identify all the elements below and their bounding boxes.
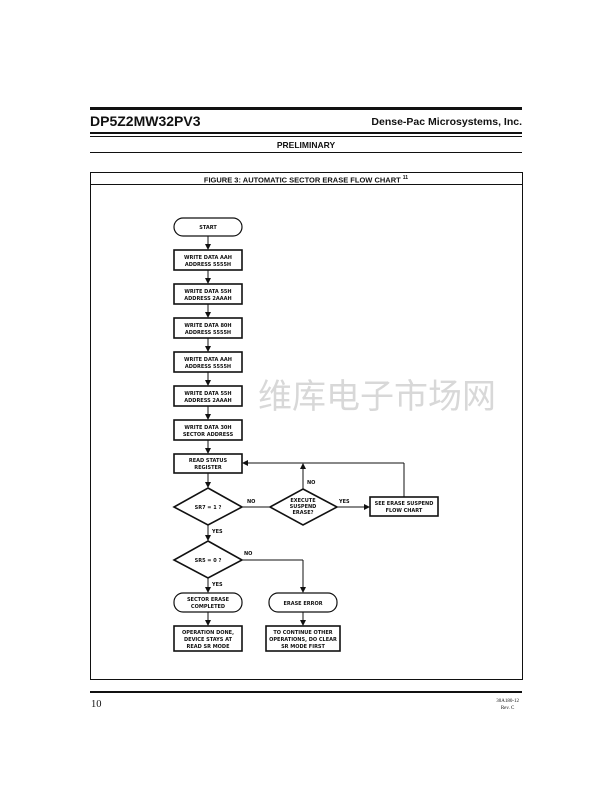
document-reference: 30A180-12 Rev. C [496,698,519,712]
step-6-line1: WRITE DATA 30H [184,425,231,431]
operation-done-line3: READ SR MODE [186,644,230,650]
read-status-box [173,453,243,474]
sr5-decision [172,540,244,579]
execute-suspend-decision [268,488,339,526]
continue-other-line3: SR MODE FIRST [281,644,325,650]
sector-erase-completed-terminal [173,592,243,613]
erase-error-label: ERASE ERROR [283,601,322,607]
operation-done-line1: OPERATION DONE, [182,630,234,636]
operation-done-line2: DEVICE STAYS AT [184,637,233,643]
read-status-line1: READ STATUS [189,458,228,464]
preliminary-label: PRELIMINARY [276,140,336,150]
step-box-1 [173,249,243,271]
step-box-5 [173,385,243,407]
step-1-line1: WRITE DATA AAH [184,255,232,261]
step-1-line2: ADDRESS 5555H [185,262,231,268]
watermark: 维库电子市场网 [258,377,496,417]
page-number: 10 [91,699,102,710]
step-5-line2: ADDRESS 2AAAH [184,398,231,404]
execute-suspend-line2: SUSPEND [290,504,317,510]
start-label: START [199,225,217,231]
see-suspend-line1: SEE ERASE SUSPEND [375,501,434,507]
figure-title-text: FIGURE 3: AUTOMATIC SECTOR ERASE FLOW CH… [203,175,401,185]
continue-other-line1: TO CONTINUE OTHER [273,630,332,636]
document-title: DP5Z2MW32PV3 [90,113,201,129]
step-4-line2: ADDRESS 5555H [185,364,231,370]
document-number: 30A180-12 [496,699,519,704]
execute-yes-label: YES [338,499,350,505]
step-5-line1: WRITE DATA 55H [184,391,231,397]
step-box-3 [173,317,243,339]
see-suspend-box [369,496,439,517]
continue-other-line2: OPERATIONS, DO CLEAR [269,637,337,643]
sr5-label: SR5 = 0 ? [195,558,222,564]
step-box-6 [173,419,243,441]
header-mid-rule [90,132,522,134]
figure-frame [90,172,523,680]
continue-other-box [265,625,341,652]
step-3-line1: WRITE DATA 80H [184,323,231,329]
start-terminal [173,217,243,237]
header-bottom-rule [90,152,522,153]
step-4-line1: WRITE DATA AAH [184,357,232,363]
revision: Rev. C [500,706,515,711]
execute-suspend-line3: ERASE? [292,510,313,516]
header-mid-rule-thin [90,136,522,137]
figure-note-ref: 11 [402,175,409,181]
sector-erase-line2: COMPLETED [191,604,225,610]
step-3-line2: ADDRESS 5555H [185,330,231,336]
step-box-4 [173,351,243,373]
footer-rule [90,691,522,693]
connectors [205,236,405,626]
read-status-line2: REGISTER [194,465,222,471]
header-top-rule [90,107,522,110]
step-box-2 [173,283,243,305]
sr7-decision [172,487,244,526]
company-name: Dense-Pac Microsystems, Inc. [371,116,522,128]
sr5-yes-label: YES [211,582,223,588]
step-2-line2: ADDRESS 2AAAH [184,296,231,302]
operation-done-box [173,625,243,652]
sr7-yes-label: YES [211,529,223,535]
erase-error-terminal [268,592,338,613]
sr5-no-label: NO [244,551,252,557]
step-6-line2: SECTOR ADDRESS [183,432,234,438]
sr7-no-label: NO [247,499,255,505]
step-2-line1: WRITE DATA 55H [184,289,231,295]
figure-title: FIGURE 3: AUTOMATIC SECTOR ERASE FLOW CH… [90,172,522,185]
see-suspend-line2: FLOW CHART [386,508,423,514]
execute-suspend-line1: EXECUTE [290,498,316,504]
sector-erase-line1: SECTOR ERASE [187,597,230,603]
execute-no-label: NO [307,480,315,486]
sr7-label: SR7 = 1 ? [195,505,222,511]
